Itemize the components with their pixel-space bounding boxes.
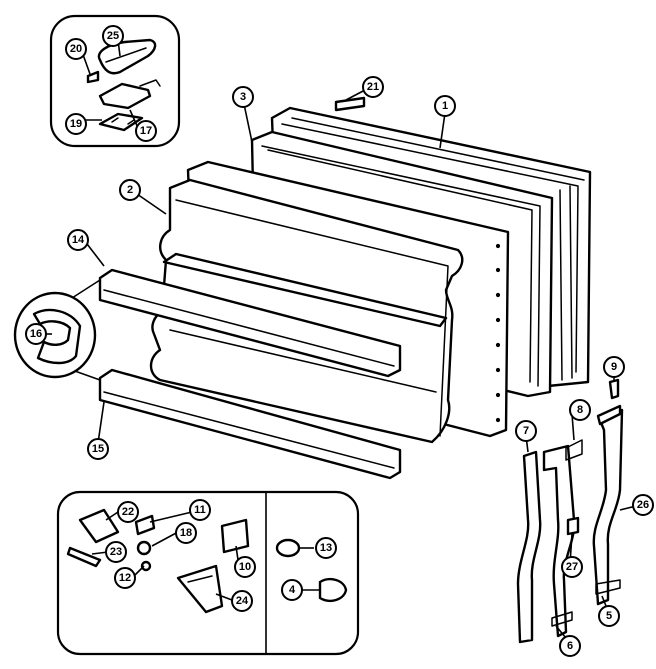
svg-text:17: 17 [140,125,152,137]
callout-12: 12 [114,567,136,589]
callout-15: 15 [87,438,109,460]
callout-27: 27 [561,556,583,578]
svg-text:22: 22 [122,506,134,518]
leader-lines [40,39,637,639]
callout-17: 17 [135,120,157,142]
callout-23: 23 [105,541,127,563]
callout-16: 16 [25,323,47,345]
callout-2: 2 [119,179,141,201]
callout-6: 6 [559,635,581,657]
callout-25: 25 [102,25,124,47]
svg-text:8: 8 [577,404,583,416]
svg-text:18: 18 [180,527,192,539]
callout-9: 9 [603,356,625,378]
svg-text:13: 13 [320,542,332,554]
callout-13: 13 [315,537,337,559]
svg-text:5: 5 [606,610,612,622]
svg-text:25: 25 [107,30,119,42]
svg-text:15: 15 [92,443,104,455]
svg-text:14: 14 [72,234,85,246]
callout-19: 19 [65,113,87,135]
door-shelf-bars [98,268,402,480]
callout-4: 4 [281,579,303,601]
callout-22: 22 [117,501,139,523]
callout-11: 11 [189,499,211,521]
svg-text:23: 23 [110,546,122,558]
callout-5: 5 [598,605,620,627]
svg-text:27: 27 [566,561,578,573]
svg-text:16: 16 [30,328,42,340]
callout-7: 7 [515,420,537,442]
svg-text:9: 9 [611,361,617,373]
callout-26: 26 [632,494,654,516]
callout-8: 8 [569,399,591,421]
svg-text:26: 26 [637,499,649,511]
svg-text:7: 7 [523,425,529,437]
callout-14: 14 [67,229,89,251]
svg-text:20: 20 [70,43,82,55]
callout-3: 3 [232,86,254,108]
svg-text:2: 2 [127,184,133,196]
svg-text:3: 3 [240,91,246,103]
shelf-clip-detail [13,279,101,381]
callout-10: 10 [234,556,256,578]
svg-text:21: 21 [367,81,379,93]
callout-24: 24 [231,590,253,612]
svg-text:19: 19 [70,118,82,130]
svg-text:1: 1 [442,100,448,112]
svg-text:24: 24 [236,595,249,607]
door-handles [516,378,624,644]
callout-18: 18 [175,522,197,544]
callout-1: 1 [434,95,456,117]
callout-21: 21 [362,76,384,98]
inset-bottom-left [56,490,360,656]
svg-text:6: 6 [567,640,573,652]
svg-text:10: 10 [239,561,251,573]
door-inner-liner [149,160,510,444]
svg-text:11: 11 [194,504,206,516]
callout-20: 20 [65,38,87,60]
svg-text:12: 12 [119,572,131,584]
svg-text:4: 4 [289,584,296,596]
handle-part [334,96,366,112]
